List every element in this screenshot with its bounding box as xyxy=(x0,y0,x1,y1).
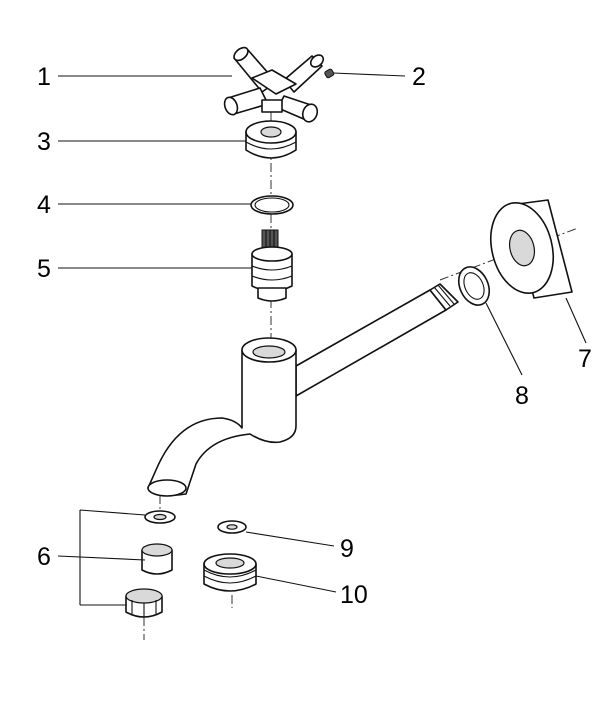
part-label-3: 3 xyxy=(37,128,51,156)
part-4-o-ring xyxy=(250,195,294,215)
part-5-cartridge xyxy=(251,229,293,302)
leader-9 xyxy=(245,531,335,547)
part-1-cross-handle xyxy=(223,46,325,123)
part-label-1: 1 xyxy=(37,63,51,91)
leader-7 xyxy=(565,297,587,344)
leader-lines xyxy=(57,72,587,606)
part-number-labels: 1 2 3 4 5 6 7 8 9 10 xyxy=(37,63,592,609)
part-label-5: 5 xyxy=(37,255,51,283)
part-label-2: 2 xyxy=(412,63,426,91)
part-3-cap-ring xyxy=(245,120,297,159)
part-label-4: 4 xyxy=(37,191,51,219)
leader-8 xyxy=(485,302,523,376)
leader-10 xyxy=(255,575,337,593)
part-9-washer xyxy=(217,520,247,534)
part-8-washer xyxy=(457,266,491,306)
part-label-9: 9 xyxy=(340,535,354,563)
leader-6 xyxy=(57,555,146,561)
part-7-wall-rosette xyxy=(490,199,573,299)
part-label-6: 6 xyxy=(37,543,51,571)
part-10-threaded-adapter xyxy=(203,553,257,592)
tap-body xyxy=(147,283,459,497)
part-6-aerator-set xyxy=(125,510,176,618)
part-label-8: 8 xyxy=(515,382,529,410)
leader-2 xyxy=(332,72,406,77)
part-label-10: 10 xyxy=(340,581,368,609)
part-2-set-screw xyxy=(324,68,335,79)
part-label-7: 7 xyxy=(578,345,592,373)
